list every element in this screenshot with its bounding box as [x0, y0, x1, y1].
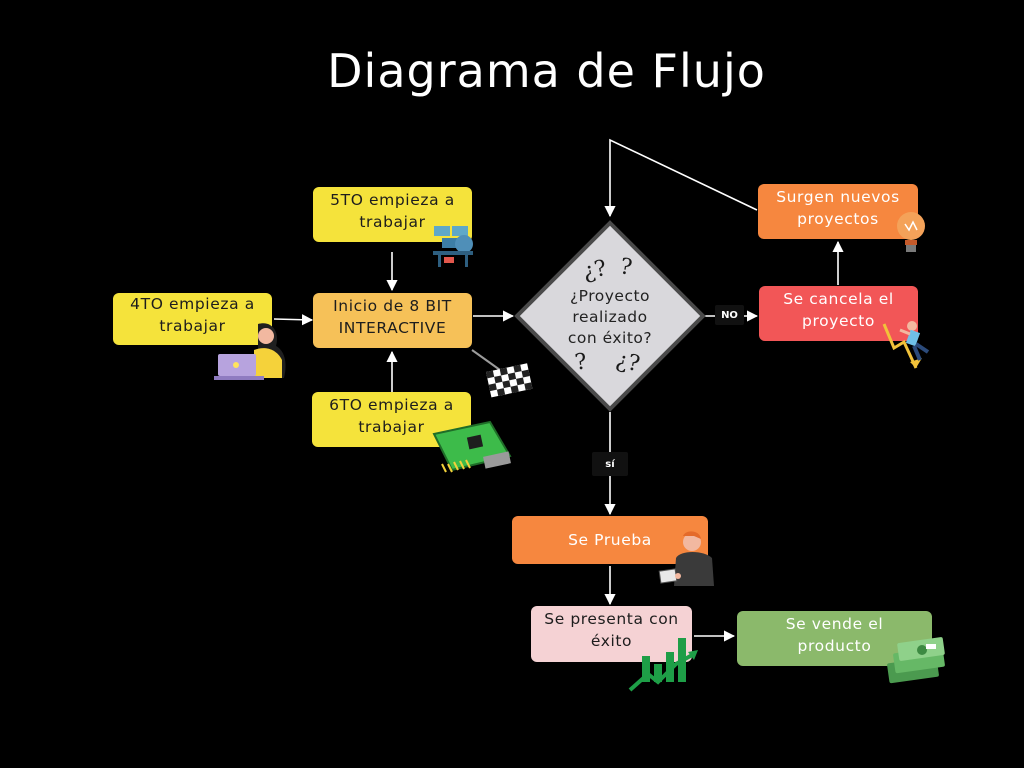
decision-label: ¿Proyecto realizado con éxito? — [567, 287, 653, 347]
question-marks-icon: ¿? — [580, 255, 609, 286]
node-fourth-starts: 4TO empieza a trabajar — [113, 293, 272, 345]
money-stack-icon — [887, 637, 945, 684]
checkered-flag-icon — [471, 349, 533, 398]
node-fifth-starts: 5TO empieza a trabajar — [313, 187, 472, 242]
node-present-label: Se presenta con éxito — [544, 610, 679, 650]
arrow-fourth-to-start — [273, 314, 314, 326]
node-sell-label: Se vende el producto — [785, 614, 884, 655]
node-cancel: Se cancela el proyecto — [759, 286, 918, 341]
woman-laptop-icon — [214, 323, 286, 380]
node-fourth-label: 4TO empieza a trabajar — [130, 295, 255, 335]
node-test: Se Prueba — [512, 516, 708, 564]
decision-diamond — [514, 220, 706, 412]
node-cancel-label: Se cancela el proyecto — [783, 289, 894, 330]
man-with-tablet-icon — [658, 531, 714, 586]
node-sixth-label: 6TO empieza a trabajar — [329, 395, 454, 436]
loop-new-to-decision — [604, 138, 758, 218]
node-start-label: Inicio de 8 BIT INTERACTIVE — [333, 296, 452, 337]
node-test-label: Se Prueba — [568, 531, 652, 549]
lightbulb-icon — [897, 212, 925, 252]
node-new-projects-label: Surgen nuevos proyectos — [776, 187, 900, 228]
branch-no-label: NO — [715, 305, 744, 325]
falling-man-icon — [882, 321, 930, 369]
growth-chart-icon — [628, 638, 698, 692]
desk-workstation-icon — [433, 226, 473, 267]
branch-yes-label: sí — [592, 452, 628, 476]
node-new-projects: Surgen nuevos proyectos — [758, 184, 918, 239]
node-sixth-starts: 6TO empieza a trabajar — [312, 392, 471, 447]
page-title: Diagrama de Flujo — [327, 44, 766, 98]
circuit-board-icon — [432, 420, 512, 473]
node-fifth-label: 5TO empieza a trabajar — [330, 190, 455, 231]
node-present: Se presenta con éxito — [531, 606, 692, 662]
node-start: Inicio de 8 BIT INTERACTIVE — [313, 293, 472, 348]
